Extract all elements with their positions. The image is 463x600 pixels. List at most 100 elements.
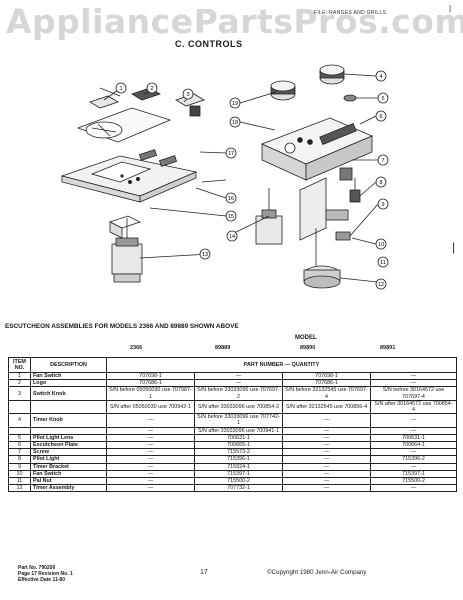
- svg-text:5: 5: [381, 96, 384, 102]
- cell-description: Timer Knob: [30, 413, 107, 428]
- cell-item-no: [8, 426, 31, 435]
- model-89891: 89891: [380, 345, 396, 351]
- cell-model-89889: —: [194, 371, 283, 381]
- cell-model-89890: S/N before 32132545 use 707697-4: [282, 386, 371, 401]
- svg-text:18: 18: [232, 120, 238, 126]
- cell-description: Logo: [30, 379, 107, 388]
- corner-mark-top: |: [449, 4, 452, 13]
- cell-model-89891: 715500-2: [370, 477, 457, 486]
- cell-model-2366: S/N before 05050030 use 707987-1: [106, 386, 195, 401]
- callout-7: 7: [377, 154, 389, 166]
- cell-model-89891: S/N before 30164572 use 707697-4: [370, 386, 457, 401]
- cell-item-no: 9: [8, 462, 31, 471]
- callout-15: 15: [225, 210, 237, 222]
- cell-model-89890: —: [282, 433, 371, 443]
- cell-description: Pilot Light: [30, 455, 107, 464]
- cell-model-89891: —: [370, 484, 457, 493]
- cell-model-2366: —: [106, 484, 195, 493]
- svg-text:3: 3: [186, 92, 189, 98]
- cell-model-89890: 707686-1: [282, 379, 371, 388]
- callout-5: 5: [377, 92, 389, 104]
- callout-11: 11: [377, 256, 389, 268]
- cell-model-2366: 707698-1: [106, 371, 195, 381]
- callout-4: 4: [375, 70, 387, 82]
- cell-model-89889: —: [194, 379, 283, 388]
- cell-model-2366: —: [106, 455, 195, 464]
- callout-14: 14: [226, 230, 238, 242]
- timer-knob: [270, 80, 296, 101]
- cell-model-89890: —: [282, 448, 371, 457]
- page-number: 17: [200, 569, 208, 576]
- callout-1: 1: [115, 82, 127, 94]
- svg-text:14: 14: [229, 234, 235, 240]
- watermark: AppliancePartsPros.com: [6, 2, 463, 41]
- svg-text:16: 16: [228, 196, 234, 202]
- cell-model-89889: S/N after 33033096 use 700854-2: [194, 399, 283, 415]
- cell-model-89889: 715397-1: [194, 469, 283, 479]
- cell-model-2366: —: [106, 469, 195, 479]
- cell-model-89891: 715397-1: [370, 469, 457, 479]
- callout-18: 18: [229, 116, 241, 128]
- file-label: FILE: RANGES AND GRILLS: [314, 10, 387, 16]
- cell-item-no: 8: [8, 455, 31, 464]
- callout-group: 1 2 3 4 5 6 7 8 9 10 11 12 13 14 15 16 1…: [115, 70, 389, 290]
- cell-model-89891: —: [370, 448, 457, 457]
- svg-text:13: 13: [202, 252, 208, 258]
- cell-description: Fan Switch: [30, 371, 107, 381]
- cell-model-2366: —: [106, 441, 195, 450]
- callout-2: 2: [146, 82, 158, 94]
- cell-description: Switch Knob: [30, 386, 107, 401]
- cell-model-89890: —: [282, 441, 371, 450]
- callout-6: 6: [375, 110, 387, 122]
- cell-description: [30, 399, 107, 415]
- cell-description: Fan Switch: [30, 469, 107, 479]
- svg-text:4: 4: [379, 74, 382, 80]
- exploded-controls-diagram: 1 2 3 4 5 6 7 8 9 10 11 12 13 14 15 16 1…: [60, 64, 389, 290]
- cell-model-89889: S/N before 33033096 use 707742-1: [194, 413, 283, 428]
- table-header-row: ITEM NO. DESCRIPTION PART NUMBER — QUANT…: [8, 357, 457, 373]
- callout-10: 10: [375, 238, 387, 250]
- cell-model-89890: —: [282, 462, 371, 471]
- svg-text:19: 19: [232, 101, 238, 107]
- cell-description: Pal Nut: [30, 477, 107, 486]
- svg-text:6: 6: [379, 114, 382, 120]
- cell-model-89891: —: [370, 426, 457, 435]
- svg-text:17: 17: [228, 151, 234, 157]
- svg-text:7: 7: [381, 158, 384, 164]
- cell-item-no: 3: [8, 386, 31, 401]
- cell-item-no: 10: [8, 469, 31, 479]
- cell-model-89890: —: [282, 455, 371, 464]
- cell-model-2366: —: [106, 448, 195, 457]
- cell-description: Timer Bracket: [30, 462, 107, 471]
- parts-table: ITEM NO. DESCRIPTION PART NUMBER — QUANT…: [8, 357, 457, 493]
- svg-text:2: 2: [150, 86, 153, 92]
- svg-text:1: 1: [119, 86, 122, 92]
- cell-model-89891: 700631-1: [370, 433, 457, 443]
- cell-model-89890: S/N after 32132545 use 700856-4: [282, 399, 371, 415]
- cell-model-89891: 715396-2: [370, 455, 457, 464]
- cell-model-2366: —: [106, 477, 195, 486]
- cell-description: Timer Assembly: [30, 484, 107, 493]
- cell-item-no: 1: [8, 371, 31, 381]
- callout-17: 17: [225, 147, 237, 159]
- cell-item-no: 4: [8, 413, 31, 428]
- cell-item-no: 7: [8, 448, 31, 457]
- model-89889: 89889: [215, 345, 231, 351]
- cell-model-89889: 715573-2: [194, 448, 283, 457]
- cell-model-2366: —: [106, 426, 195, 435]
- corner-mark-side: |: [452, 240, 456, 254]
- left-switch-body: [111, 218, 143, 283]
- cell-model-89889: S/N after 33033096 use 700941-1: [194, 426, 283, 435]
- callout-16: 16: [225, 192, 237, 204]
- cell-model-89890: —: [282, 477, 371, 486]
- svg-text:12: 12: [378, 282, 384, 288]
- cell-model-2366: —: [106, 433, 195, 443]
